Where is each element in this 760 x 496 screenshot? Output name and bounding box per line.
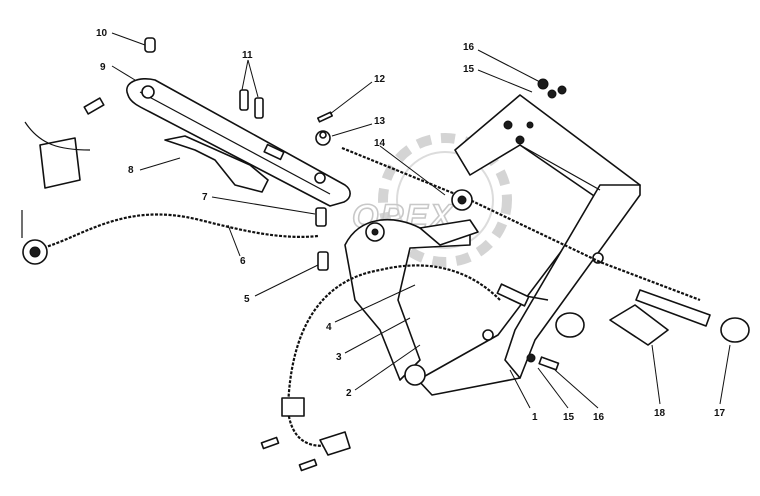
handle-grip-18 xyxy=(609,304,669,346)
callout-14: 14 xyxy=(374,138,386,149)
callout-4: 4 xyxy=(326,322,332,333)
callout-18: 18 xyxy=(654,408,666,419)
callout-2: 2 xyxy=(346,388,352,399)
callout-labels: 10 9 11 12 13 14 16 15 8 7 6 5 4 3 2 1 1… xyxy=(96,28,726,423)
callout-1: 1 xyxy=(532,412,538,423)
latch-plate xyxy=(164,135,285,193)
callout-15-top: 15 xyxy=(463,64,475,75)
cable-clip xyxy=(24,121,91,189)
callout-16-top: 16 xyxy=(463,42,475,53)
throttle-cable xyxy=(341,146,701,302)
hardware-pins xyxy=(83,37,567,472)
callout-11: 11 xyxy=(242,50,253,61)
callout-3: 3 xyxy=(336,352,342,363)
control-cable-left xyxy=(21,210,319,265)
callout-17: 17 xyxy=(714,408,726,419)
callout-13: 13 xyxy=(374,116,386,127)
lever-arm xyxy=(126,78,351,207)
callout-5: 5 xyxy=(244,294,250,305)
callout-10: 10 xyxy=(96,28,108,39)
control-cable-bottom xyxy=(281,264,501,456)
callout-8: 8 xyxy=(128,165,134,176)
callout-15-bottom: 15 xyxy=(563,412,575,423)
callout-12: 12 xyxy=(374,74,386,85)
callout-16-bottom: 16 xyxy=(593,412,605,423)
callout-9: 9 xyxy=(100,62,106,73)
leader-lines xyxy=(111,32,731,409)
callout-6: 6 xyxy=(240,256,246,267)
pivot-plate xyxy=(344,218,479,386)
knob-assembly-17 xyxy=(496,283,750,343)
callout-7: 7 xyxy=(202,192,208,203)
